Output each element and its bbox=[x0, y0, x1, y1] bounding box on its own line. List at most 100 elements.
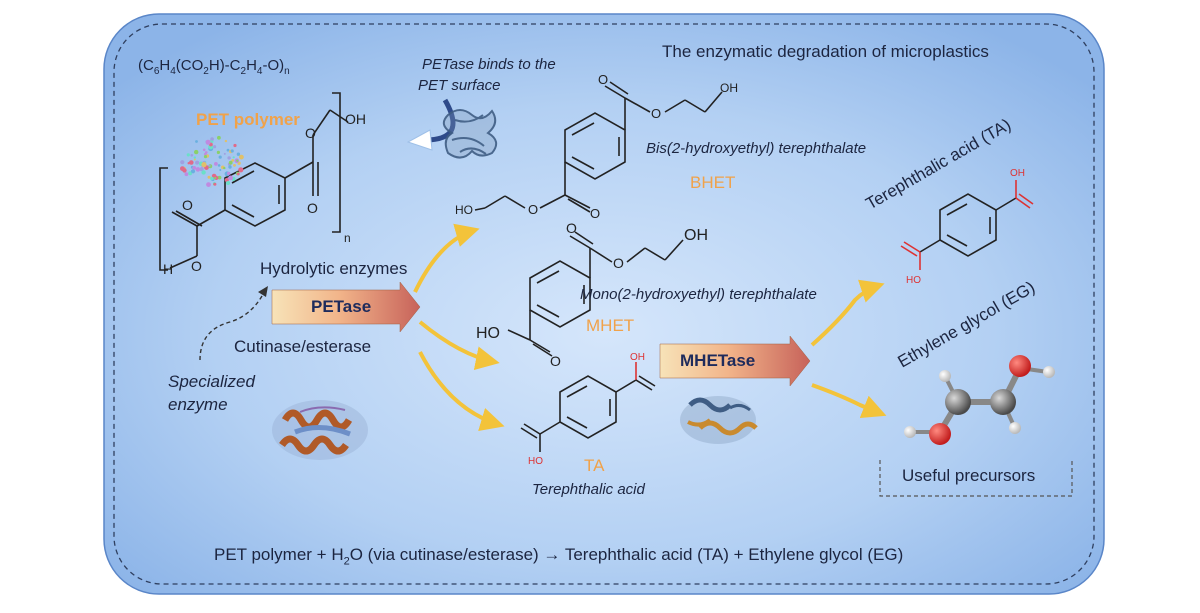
ta-right-atom-oh: OH bbox=[1010, 168, 1025, 179]
pet-particle-cluster-icon bbox=[180, 135, 244, 188]
ethylene-glycol-model-icon bbox=[904, 355, 1055, 445]
pet-particle bbox=[223, 152, 226, 155]
arrow-to-ta-right bbox=[810, 279, 885, 347]
arrow-to-mhet bbox=[418, 320, 500, 370]
pet-particle bbox=[194, 149, 199, 155]
pet-particle bbox=[186, 153, 190, 157]
ta-center-abbr: TA bbox=[584, 456, 605, 475]
bhet-abbr: BHET bbox=[690, 173, 736, 192]
bhet-atom-ho: HO bbox=[455, 203, 473, 217]
cutinase-label: Cutinase/esterase bbox=[234, 337, 372, 356]
ta-center-atom-ho: HO bbox=[528, 456, 543, 467]
pet-particle bbox=[180, 160, 185, 165]
mhetase-arrow-label: MHETase bbox=[680, 351, 756, 370]
pet-particle bbox=[188, 171, 193, 176]
mhet-structure bbox=[507, 231, 684, 357]
panel-background bbox=[103, 13, 1105, 595]
pet-particle bbox=[217, 135, 221, 140]
pet-particle bbox=[199, 167, 204, 172]
pet-particle bbox=[205, 151, 208, 154]
pet-particle bbox=[203, 155, 208, 159]
precursors-dashed-box bbox=[879, 460, 1073, 497]
pet-particle bbox=[227, 171, 231, 176]
pet-particle bbox=[195, 167, 201, 172]
bhet-structure bbox=[474, 81, 723, 213]
pet-particle bbox=[201, 162, 207, 168]
pathway-arrows bbox=[413, 223, 887, 431]
panel-dashed-border bbox=[113, 23, 1095, 585]
arrow-to-bhet bbox=[413, 223, 480, 293]
mhet-name: Mono(2-hydroxyethyl) terephthalate bbox=[580, 286, 817, 303]
pet-particle bbox=[217, 175, 222, 180]
pet-particle bbox=[236, 159, 239, 162]
mhet-atom-o3: O bbox=[550, 353, 561, 369]
pet-particle bbox=[228, 165, 232, 169]
pet-particle bbox=[192, 166, 197, 170]
pet-particle bbox=[218, 155, 222, 159]
pet-atom-h: H bbox=[163, 261, 173, 277]
pet-polymer-label: PET polymer bbox=[196, 110, 300, 129]
binding-arrow-head bbox=[406, 129, 433, 151]
pet-particle bbox=[214, 176, 217, 180]
pet-particle bbox=[216, 150, 220, 154]
pet-particle bbox=[210, 137, 214, 141]
pet-atom-o-bottom: O bbox=[191, 258, 202, 274]
pet-particle bbox=[239, 154, 244, 160]
bhet-name: Bis(2-hydroxyethyl) terephthalate bbox=[646, 140, 867, 157]
pet-polymer-structure bbox=[159, 92, 349, 271]
specialized-enzyme-line2: enzyme bbox=[168, 395, 228, 414]
useful-precursors-label: Useful precursors bbox=[902, 466, 1036, 485]
petase-binds-line2: PET surface bbox=[418, 77, 501, 94]
reaction-equation: PET polymer + H2O (via cutinase/esterase… bbox=[214, 545, 904, 568]
pet-particle bbox=[228, 160, 233, 165]
specialized-dashed-arrow bbox=[199, 295, 263, 361]
bhet-atom-o4: O bbox=[528, 202, 538, 217]
pet-particle bbox=[207, 175, 211, 179]
pet-atom-o-ether: O bbox=[305, 125, 316, 141]
mhet-abbr: MHET bbox=[586, 316, 635, 335]
ta-center-name: Terephthalic acid bbox=[532, 481, 645, 498]
ta-right-structure bbox=[900, 180, 1034, 270]
pet-particle bbox=[238, 167, 244, 173]
pet-particle bbox=[210, 176, 214, 181]
pet-particle bbox=[190, 169, 196, 174]
pet-particle bbox=[223, 166, 226, 170]
petase-binds-line1: PETase binds to the bbox=[422, 56, 556, 73]
mhet-atom-oh: OH bbox=[684, 227, 708, 244]
pet-particle bbox=[232, 156, 235, 159]
pet-formula: (C6H4(CO2H)-C2H4-O)n bbox=[138, 57, 290, 77]
pet-particle bbox=[213, 182, 217, 186]
pet-particle bbox=[213, 145, 217, 149]
binding-curve-arrow bbox=[424, 98, 456, 143]
petase-protein-icon bbox=[442, 109, 498, 159]
arrow-to-eg bbox=[811, 383, 887, 419]
pet-particle bbox=[190, 154, 194, 157]
petase-block-arrow bbox=[271, 281, 421, 333]
bhet-atom-o2: O bbox=[651, 106, 661, 121]
pet-atom-o-left: O bbox=[182, 197, 193, 213]
pet-particle bbox=[195, 160, 200, 165]
pet-particle bbox=[217, 164, 221, 167]
pet-particle bbox=[195, 140, 198, 143]
specialized-dashed-arrow-head bbox=[258, 286, 268, 297]
pet-particle bbox=[189, 160, 194, 165]
pet-particle bbox=[236, 152, 241, 156]
pet-particle bbox=[233, 164, 236, 167]
pet-particle bbox=[233, 143, 237, 148]
specialized-enzyme-line1: Specialized bbox=[168, 372, 255, 391]
pet-particle bbox=[227, 156, 231, 160]
pet-particle bbox=[226, 148, 230, 152]
diagram-title: The enzymatic degradation of microplasti… bbox=[662, 42, 989, 61]
bhet-atom-oh: OH bbox=[720, 81, 738, 95]
pet-particle bbox=[193, 156, 196, 159]
pet-particle bbox=[224, 139, 228, 143]
pet-particle bbox=[231, 159, 235, 162]
mhetase-protein-icon bbox=[680, 396, 758, 444]
pet-particle bbox=[202, 148, 206, 152]
mhet-atom-o2: O bbox=[613, 255, 624, 271]
mhet-atom-o1: O bbox=[566, 220, 577, 236]
pet-particle bbox=[230, 149, 234, 153]
ta-right-atom-ho: HO bbox=[906, 275, 921, 286]
ta-center-structure bbox=[520, 362, 656, 452]
